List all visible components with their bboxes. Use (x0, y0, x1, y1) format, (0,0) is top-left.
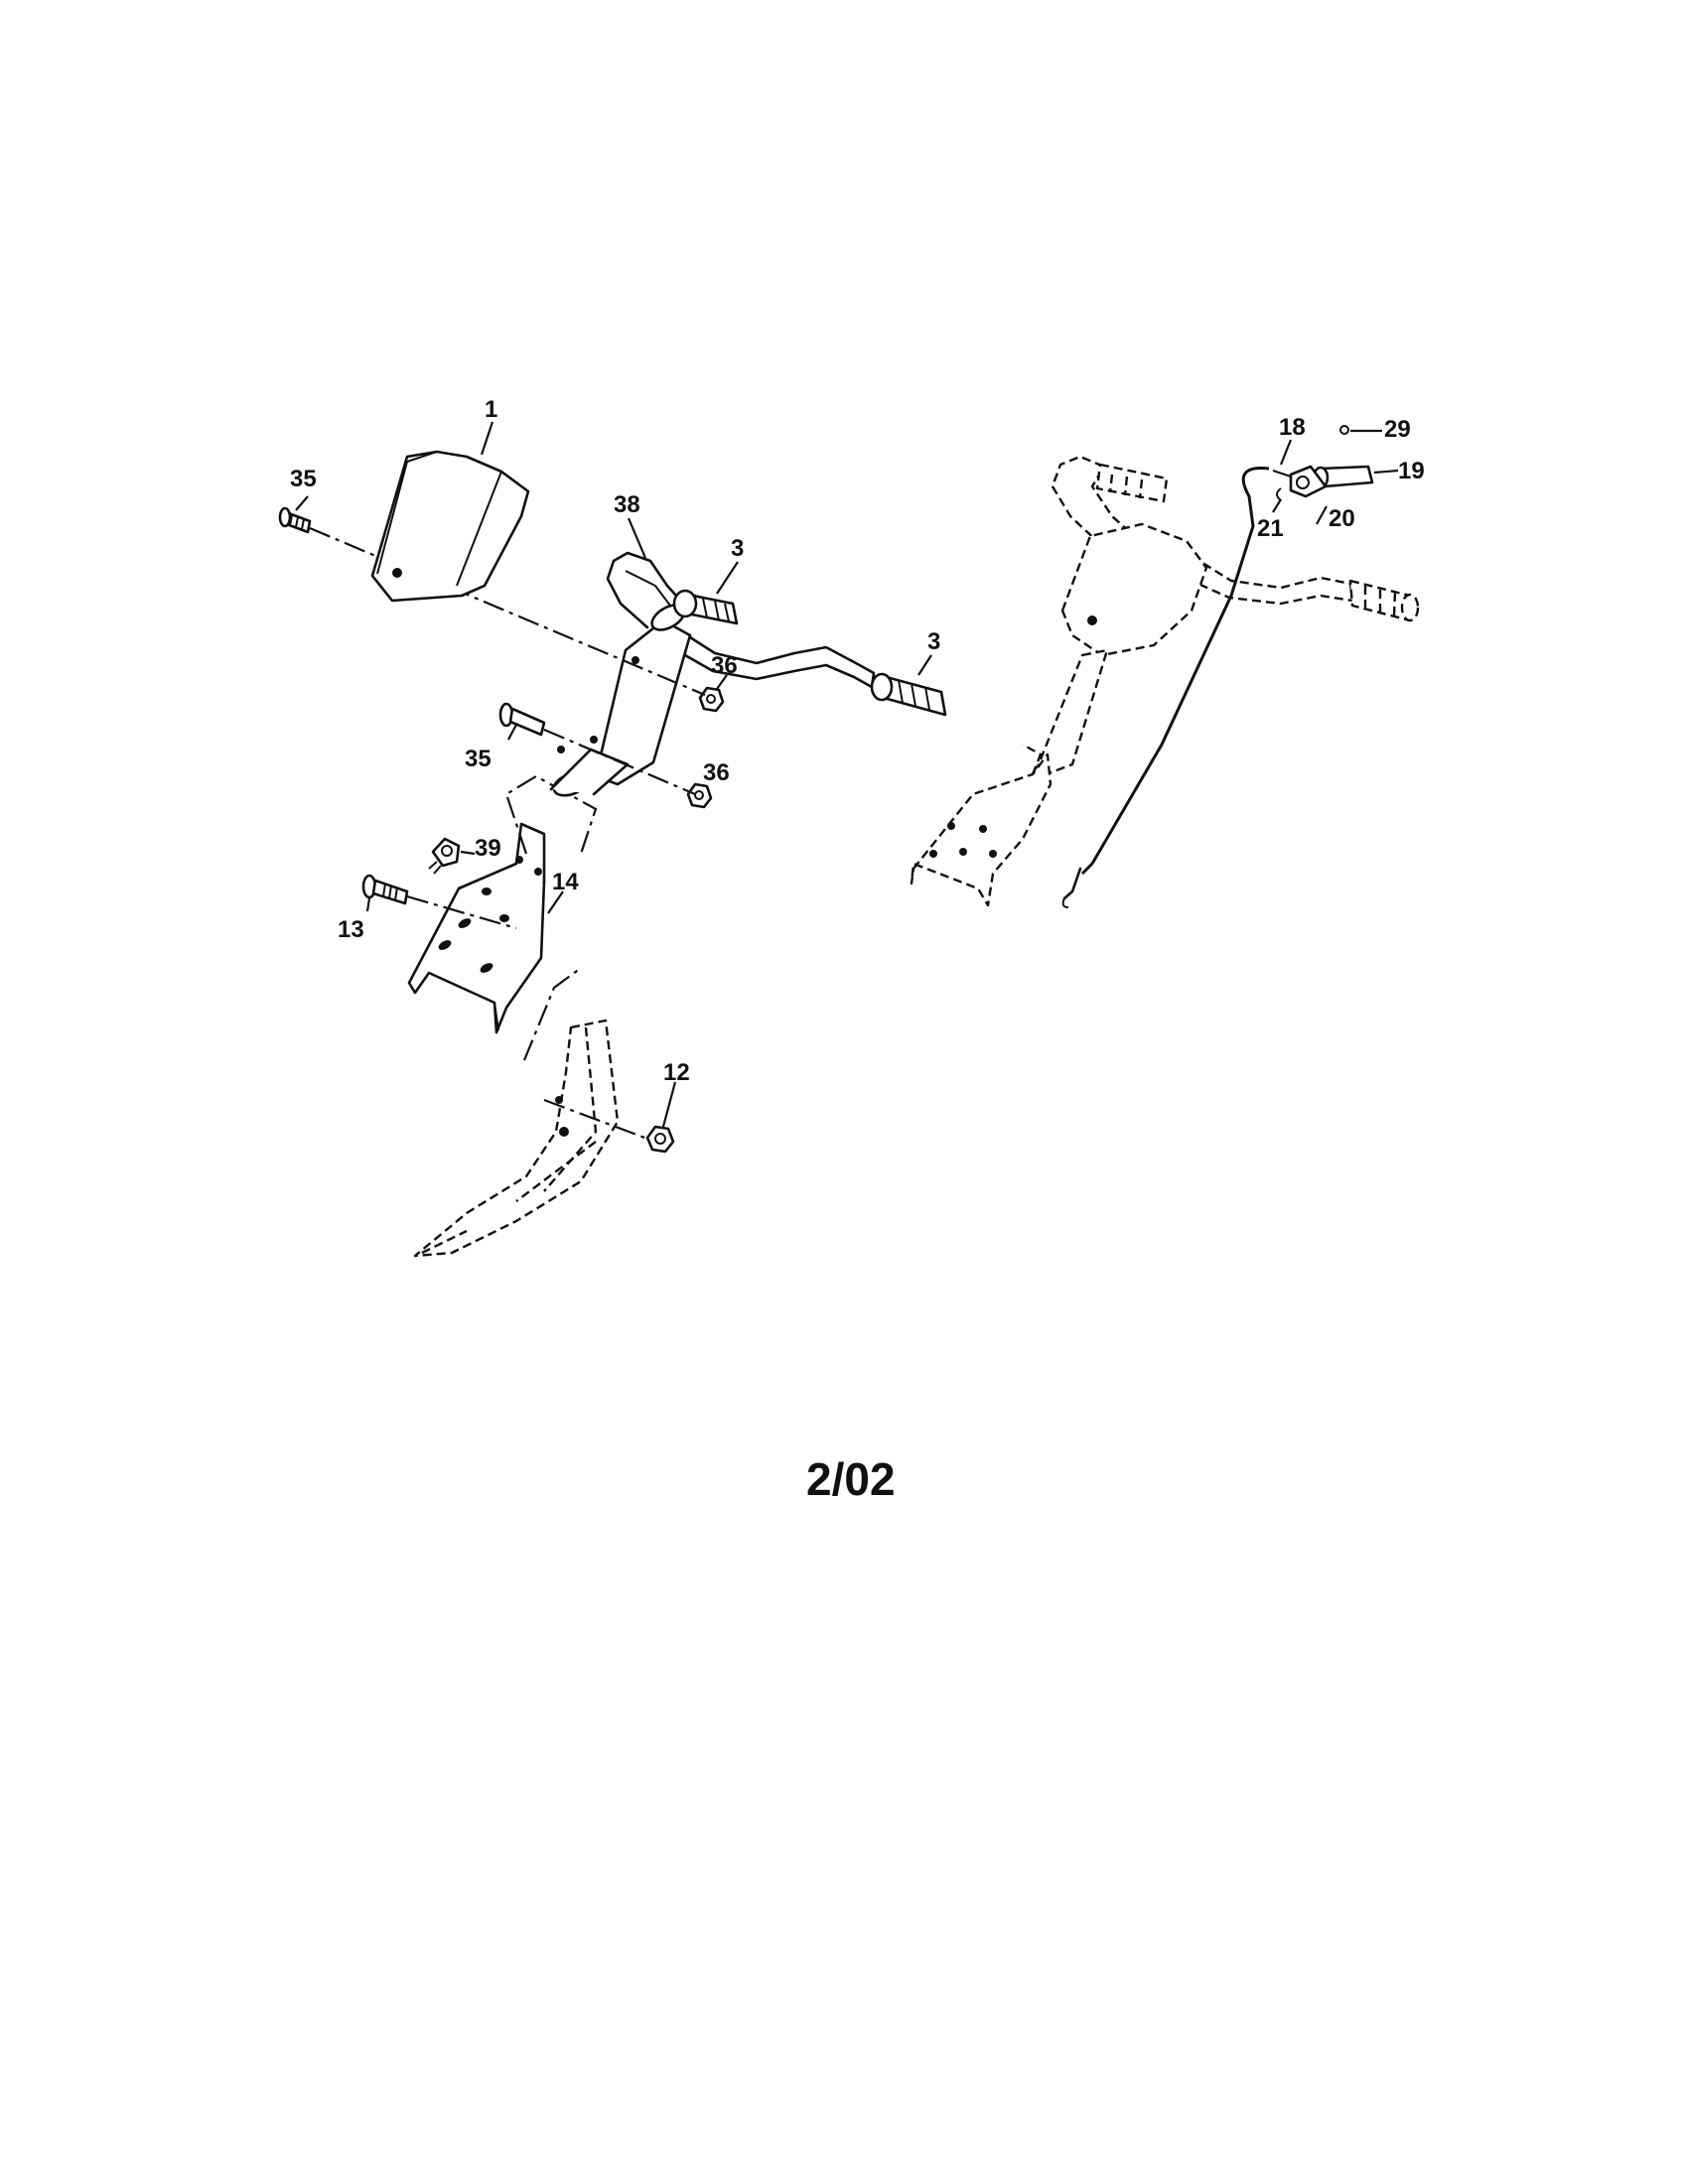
callout-35b: 35 (465, 746, 491, 772)
callout-39: 39 (475, 835, 501, 862)
callout-1: 1 (485, 396, 497, 423)
callout-36b: 36 (703, 759, 730, 786)
part-39 (428, 837, 461, 875)
assembly-line-frame-bracket (522, 967, 582, 1061)
callout-3a: 3 (731, 535, 744, 562)
callout-19: 19 (1398, 458, 1425, 484)
assembly-line-bracket-tube (504, 774, 598, 855)
carriage-bolt-35a (278, 506, 706, 697)
carriage-bolt-13 (361, 874, 517, 930)
hand-grip-3a (672, 589, 739, 625)
nut-12 (645, 1125, 675, 1154)
assembled-handle-ghost (910, 455, 1420, 907)
revision-date: 2/02 (806, 1453, 896, 1505)
callout-21: 21 (1257, 515, 1284, 542)
hand-grip-3b (870, 672, 947, 717)
nut-36a (698, 686, 725, 713)
callout-13: 13 (338, 916, 364, 943)
callout-14: 14 (552, 869, 579, 895)
callout-20: 20 (1329, 505, 1355, 532)
callout-36a: 36 (711, 652, 738, 679)
callout-35a: 35 (290, 466, 317, 492)
callout-29: 29 (1384, 416, 1411, 443)
callout-12: 12 (663, 1059, 690, 1086)
control-cable (1061, 467, 1270, 908)
carriage-bolt-35b (498, 702, 696, 796)
leader-lines (295, 421, 1399, 1128)
tiller-frame-ghost (413, 1019, 620, 1258)
nut-36b (686, 782, 713, 809)
throttle-lever-assembly (1272, 425, 1374, 525)
shield-plate-1 (370, 450, 530, 603)
callout-3b: 3 (927, 628, 940, 655)
callout-38: 38 (614, 491, 640, 518)
callout-18: 18 (1279, 414, 1306, 441)
